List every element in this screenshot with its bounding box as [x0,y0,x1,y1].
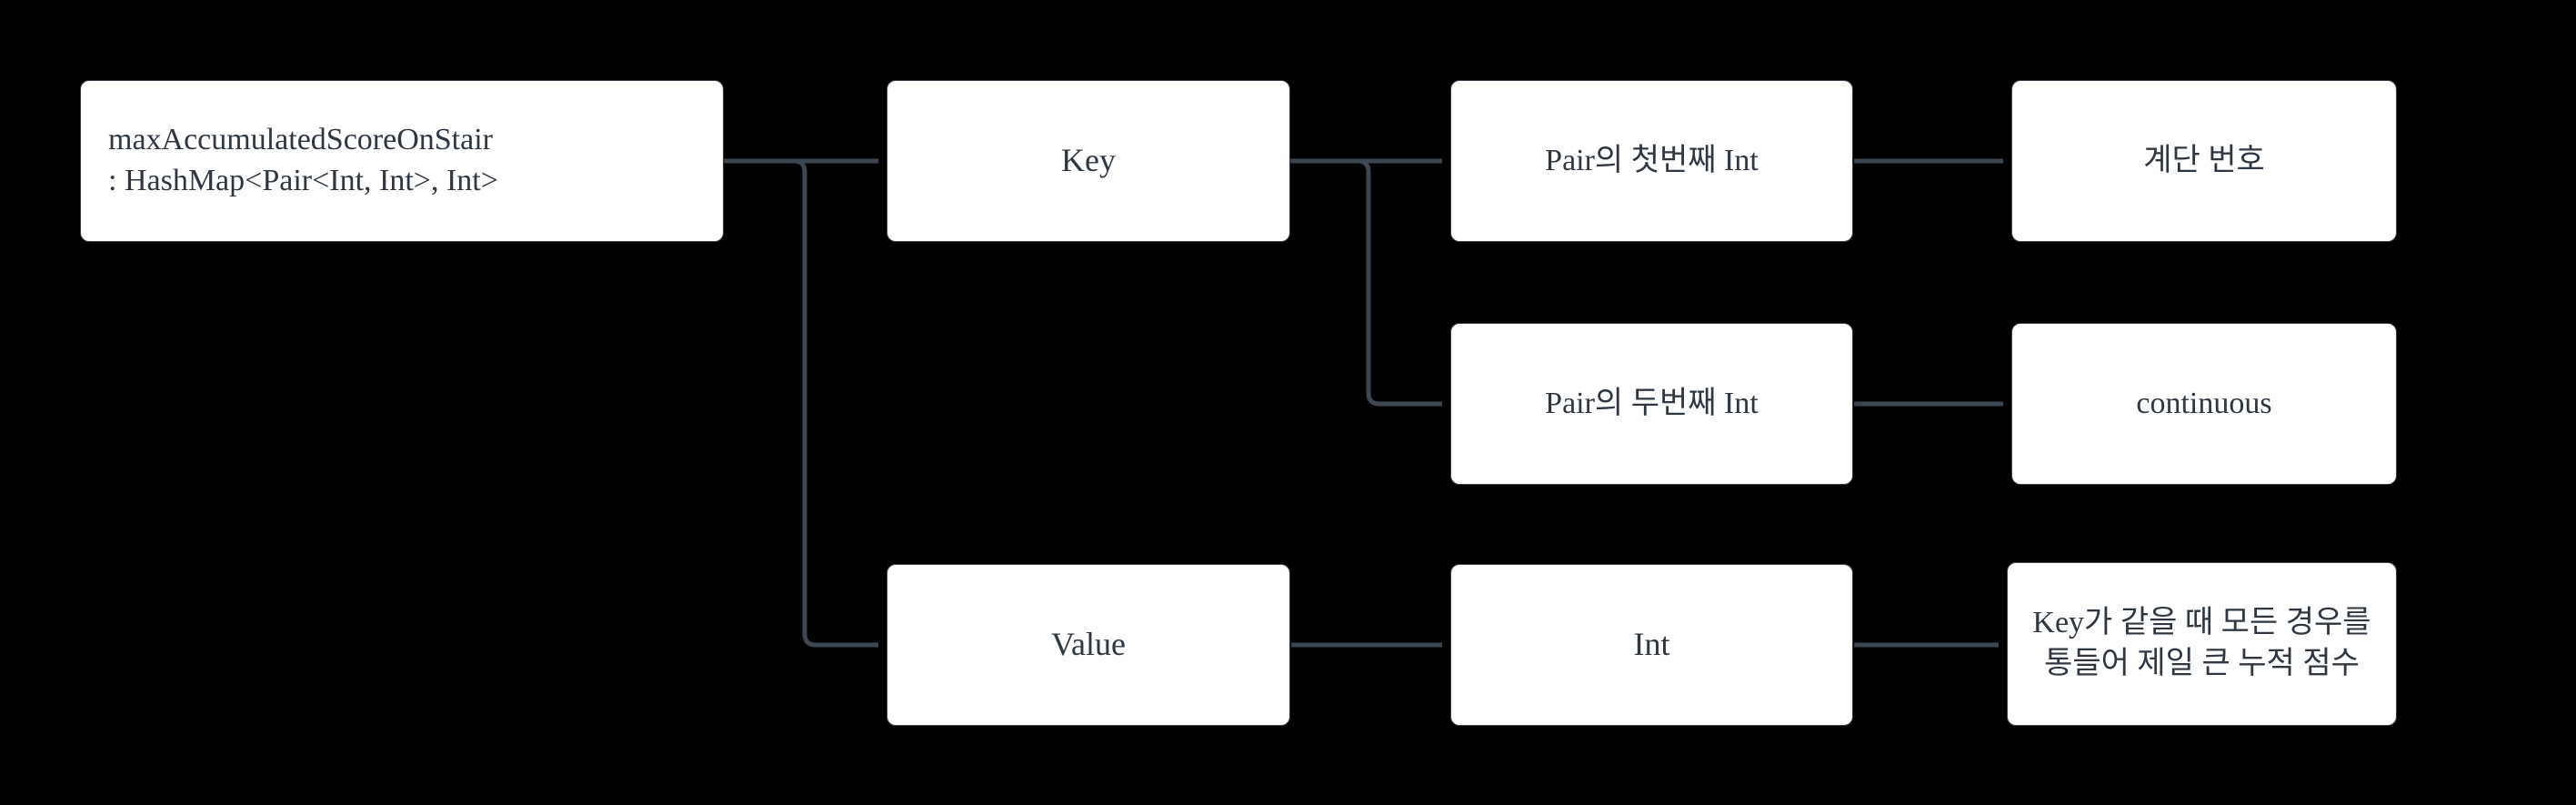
stair-number-node[interactable]: 계단 번호 [2011,80,2397,242]
node-label-line-1: 계단 번호 [2143,143,2265,177]
node-label: maxAccumulatedScoreOnStair : HashMap<Pai… [108,120,714,202]
edge-key-to-pair-second [1290,158,1442,407]
key-node[interactable]: Key [887,80,1290,242]
node-label: Pair의 두번째 Int [1460,384,1843,425]
value-node[interactable]: Value [887,564,1290,726]
node-label-line-1: maxAccumulatedScoreOnStair [108,123,493,157]
node-label: Key가 같을 때 모든 경우를 통들어 제일 큰 누적 점수 [2017,603,2387,685]
node-label-line-1: continuous [2136,386,2272,420]
node-label-line-2: 통들어 제일 큰 누적 점수 [2044,647,2360,680]
node-label: Value [897,623,1280,667]
continuous-node[interactable]: continuous [2011,323,2397,485]
maxAccumulatedScoreOnStair-node[interactable]: maxAccumulatedScoreOnStair : HashMap<Pai… [80,80,724,242]
edge-root-to-value [724,158,878,648]
int-node[interactable]: Int [1450,564,1853,726]
node-label: continuous [2021,384,2387,425]
node-label: Pair의 첫번째 Int [1460,141,1843,182]
node-label-line-1: Int [1633,626,1670,663]
node-label-line-1: Pair의 두번째 Int [1545,386,1759,420]
node-label-line-1: Key가 같을 때 모든 경우를 [2032,606,2371,640]
node-label-line-1: Value [1051,626,1126,663]
node-label-line-2: : HashMap<Pair<Int, Int>, Int> [108,164,498,197]
node-label: Key [897,139,1280,183]
node-label-line-1: Pair의 첫번째 Int [1545,143,1759,177]
node-label-line-1: Key [1061,142,1116,179]
max-accumulated-score-description-node[interactable]: Key가 같을 때 모든 경우를 통들어 제일 큰 누적 점수 [2007,562,2397,726]
pair-second-int-node[interactable]: Pair의 두번째 Int [1450,323,1853,485]
node-label: Int [1460,623,1843,667]
node-label: 계단 번호 [2021,141,2387,182]
pair-first-int-node[interactable]: Pair의 첫번째 Int [1450,80,1853,242]
